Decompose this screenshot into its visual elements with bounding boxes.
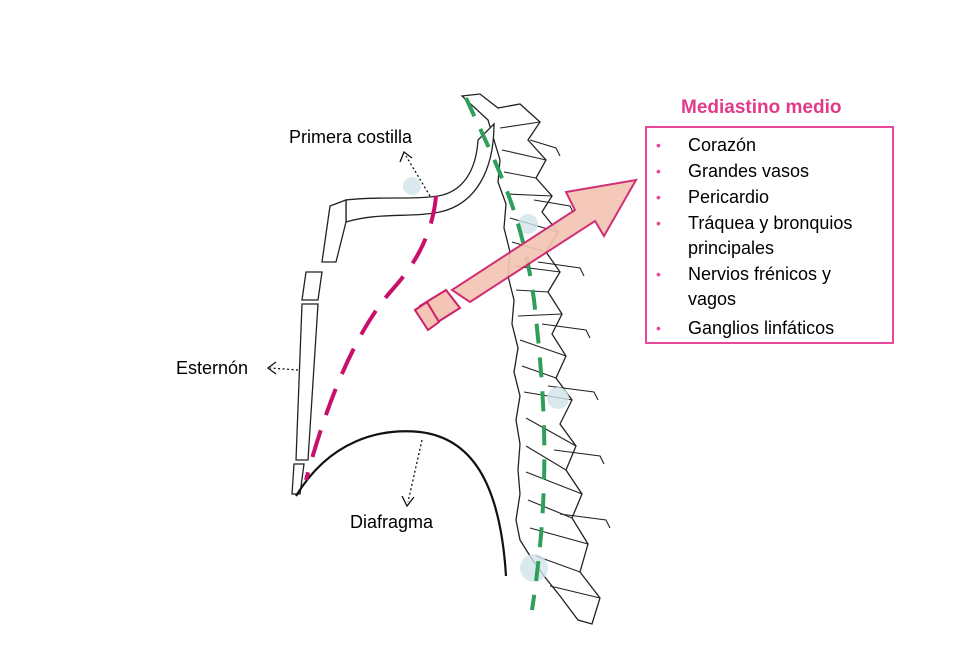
list-item-text: Nervios frénicos y vagos [688, 264, 832, 309]
list-item: • Pericardio [647, 185, 892, 210]
contents-list: • Corazón • Grandes vasos • Pericardio • Trá… [647, 128, 892, 341]
spine-landmarks [403, 177, 569, 582]
pointer-heads [266, 150, 415, 508]
vertebral-column [460, 93, 601, 625]
bullet-icon: • [656, 163, 661, 179]
anterior-boundary-line [304, 195, 438, 481]
list-item: • Corazón [647, 133, 892, 158]
middle-mediastinum-arrow [413, 178, 638, 332]
bullet-icon: • [656, 320, 661, 336]
list-item-text: Grandes vasos [688, 161, 810, 181]
list-item-text: Tráquea y bronquios principales [688, 213, 853, 258]
posterior-boundary-line [464, 97, 547, 611]
bullet-icon: • [656, 266, 661, 282]
list-item: • Nervios frénicos y vagos [647, 262, 892, 312]
list-item: • Tráquea y bronquios principales [647, 211, 892, 261]
list-item-text: Corazón [688, 135, 757, 155]
first-rib [345, 122, 495, 223]
label-pointers [269, 155, 431, 503]
contents-panel: • Corazón • Grandes vasos • Pericardio • Trá… [645, 126, 894, 344]
sternum-label: Esternón [176, 358, 249, 378]
list-item: • Grandes vasos [647, 159, 892, 184]
list-item: • Ganglios linfáticos [647, 316, 892, 341]
sternum [291, 199, 347, 495]
list-item-text: Pericardio [688, 187, 770, 207]
bullet-icon: • [656, 137, 661, 153]
bullet-icon: • [656, 189, 661, 205]
diaphragm-label: Diafragma [350, 512, 434, 532]
diaphragm-curve [295, 430, 508, 577]
bullet-icon: • [656, 215, 661, 231]
panel-title: Mediastino medio [681, 97, 842, 118]
first-rib-label: Primera costilla [289, 127, 413, 147]
list-item-text: Ganglios linfáticos [688, 318, 835, 338]
